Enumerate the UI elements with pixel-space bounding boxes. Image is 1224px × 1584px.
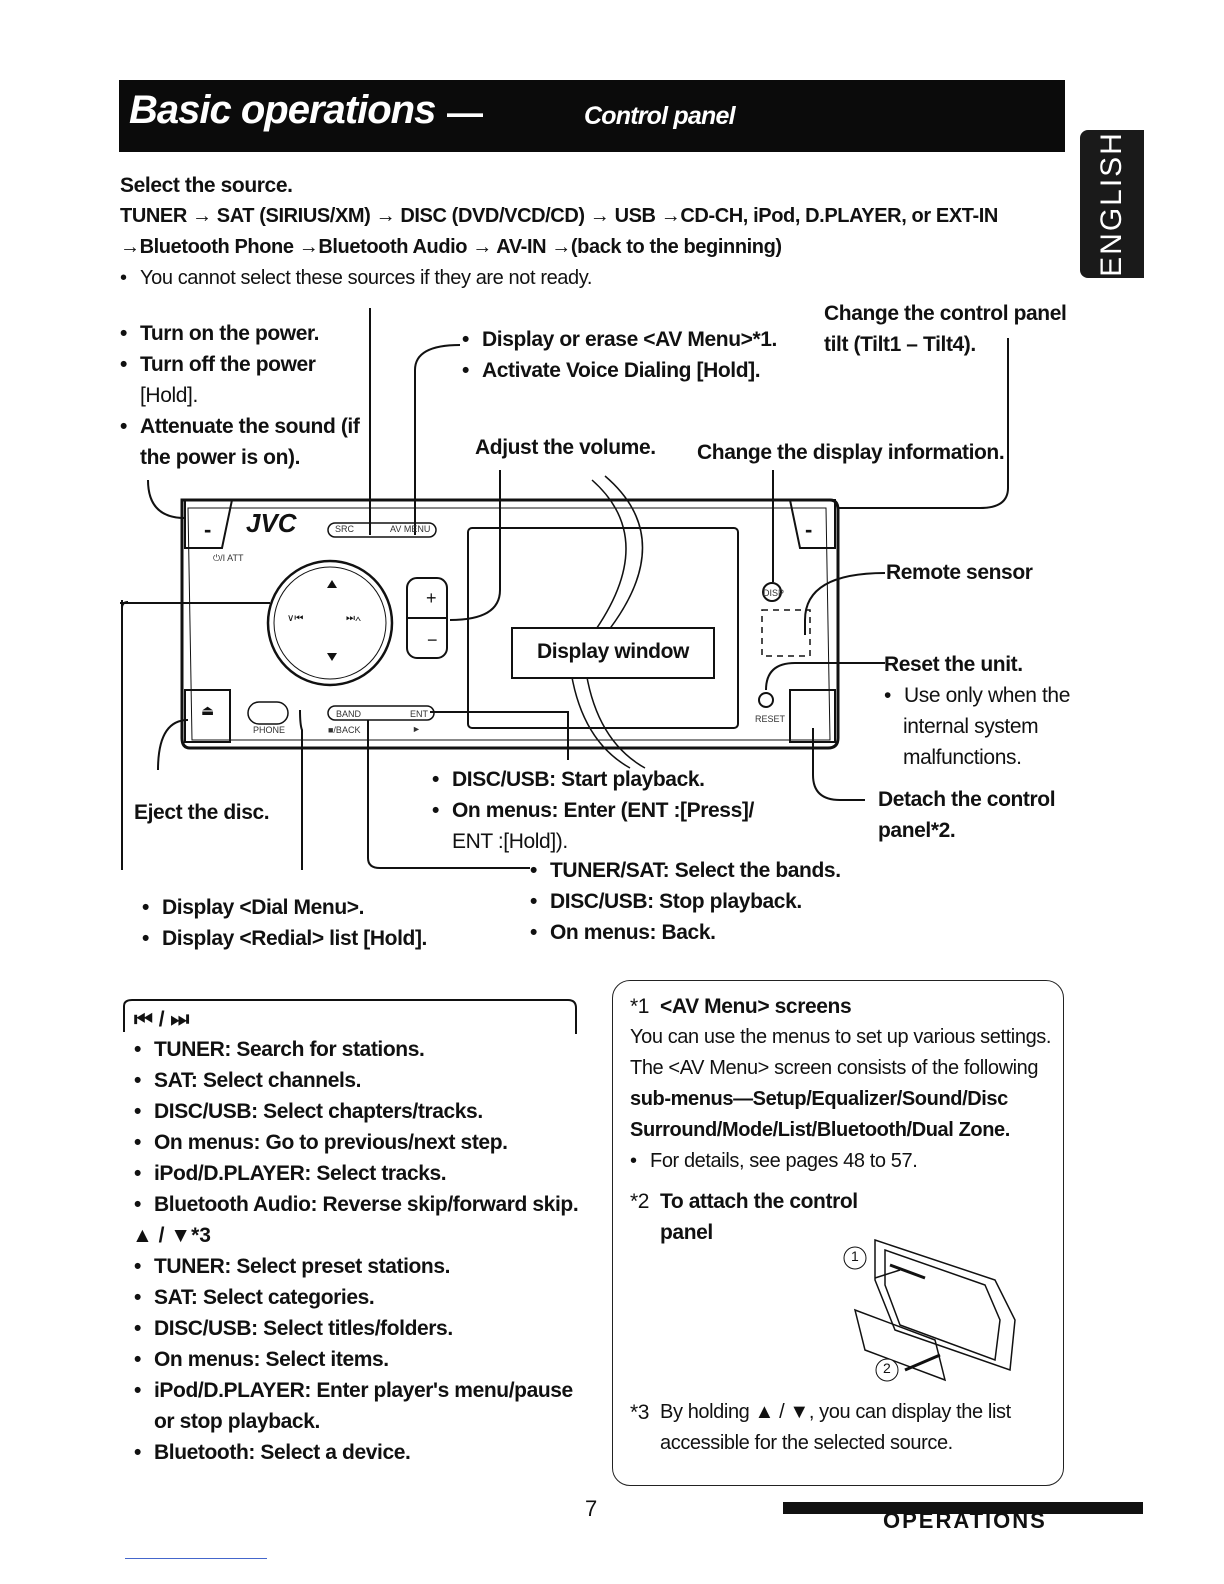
step-1-label: 1: [851, 1248, 859, 1264]
footer-section: OPERATIONS: [883, 1508, 1047, 1532]
play-icon: ►: [412, 724, 421, 734]
display-window-label: Display window: [537, 640, 689, 663]
note1-line3: sub-menus—Setup/Equalizer/Sound/Disc: [630, 1088, 1008, 1110]
page-title: Basic operations: [129, 88, 436, 132]
band-item-2: •DISC/USB: Stop playback.: [530, 890, 802, 913]
list-item: •Bluetooth Audio: Reverse skip/forward s…: [134, 1193, 579, 1216]
eject-minus-icon: -: [204, 517, 212, 542]
volume-label: Adjust the volume.: [475, 436, 656, 459]
footer-rule: [125, 1558, 267, 1559]
list-item: •TUNER: Select preset stations.: [134, 1255, 451, 1278]
ent-item-1: •DISC/USB: Start playback.: [432, 768, 705, 791]
note3-line1: By holding ▲ / ▼, you can display the li…: [660, 1401, 1011, 1423]
note3-line2: accessible for the selected source.: [660, 1432, 953, 1454]
page-subtitle: Control panel: [584, 102, 736, 130]
list-item: •iPod/D.PLAYER: Select tracks.: [134, 1162, 447, 1185]
detach-label-2: panel*2.: [878, 819, 956, 842]
note1-line5: •For details, see pages 48 to 57.: [630, 1150, 918, 1172]
avmenu-item-2: •Activate Voice Dialing [Hold].: [462, 359, 761, 382]
power-item-3b: the power is on).: [140, 446, 301, 469]
note1-line1: You can use the menus to set up various …: [630, 1026, 1052, 1048]
back-button-label: ■/BACK: [328, 725, 361, 735]
note1-mark: *1: [630, 995, 650, 1018]
band-button[interactable]: BAND: [336, 709, 362, 719]
remote-sensor-label: Remote sensor: [886, 561, 1033, 584]
display-window-box: Display window: [511, 627, 715, 679]
tilt-label-2: tilt (Tilt1 – Tilt4).: [824, 333, 976, 356]
src-button[interactable]: SRC: [335, 524, 355, 534]
power-item-2: •Turn off the power: [120, 353, 316, 376]
list-item: •On menus: Select items.: [134, 1348, 389, 1371]
list-item: •On menus: Go to previous/next step.: [134, 1131, 508, 1154]
source-heading: Select the source.: [120, 174, 293, 197]
skip-list: •TUNER: Search for stations. •SAT: Selec…: [132, 1034, 579, 1468]
note1-line4: Surround/Mode/List/Bluetooth/Dual Zone.: [630, 1119, 1010, 1141]
reset-note-3: malfunctions.: [903, 746, 1022, 769]
eject-label: Eject the disc.: [134, 801, 270, 824]
reset-note-1: •Use only when the: [884, 684, 1070, 707]
phone-item-1: •Display <Dial Menu>.: [142, 896, 365, 919]
note1-line2: The <AV Menu> screen consists of the fol…: [630, 1057, 1039, 1079]
av-menu-button[interactable]: AV MENU: [390, 524, 431, 534]
list-item: •DISC/USB: Select titles/folders.: [134, 1317, 453, 1340]
reset-note-2: internal system: [903, 715, 1039, 738]
footer-bar: [783, 1502, 1143, 1514]
reset-button[interactable]: RESET: [755, 714, 786, 724]
eject-icon[interactable]: ⏏: [201, 702, 215, 718]
disp-button[interactable]: DISP: [763, 588, 785, 598]
skip-heading: ⏮ / ⏭: [134, 1008, 190, 1031]
source-sequence-2: →Bluetooth Phone →Bluetooth Audio → AV-I…: [120, 236, 782, 258]
skip-bracket: [123, 999, 577, 1034]
avmenu-item-1: •Display or erase <AV Menu>*1.: [462, 328, 777, 351]
source-sequence-1: TUNER → SAT (SIRIUS/XM) → DISC (DVD/VCD/…: [120, 205, 998, 227]
attach-panel-illustration: [843, 1238, 1016, 1382]
next-icon[interactable]: ⏭∧: [346, 613, 362, 624]
notes-box: [612, 980, 1064, 1486]
list-item: •Bluetooth: Select a device.: [134, 1441, 411, 1464]
note2-title-2: panel: [660, 1221, 713, 1244]
display-info-label: Change the display information.: [697, 441, 1005, 464]
reset-label: Reset the unit.: [884, 653, 1023, 676]
power-button-label[interactable]: ⏻/I ATT: [213, 553, 244, 563]
tilt-label-1: Change the control panel: [824, 302, 1067, 325]
control-panel-diagram: [120, 308, 1009, 870]
note2-mark: *2: [630, 1190, 650, 1213]
phone-item-2: •Display <Redial> list [Hold].: [142, 927, 427, 950]
source-note: •You cannot select these sources if they…: [120, 267, 593, 289]
prev-icon[interactable]: ∨⏮: [287, 613, 304, 624]
power-item-2-hold: [Hold].: [140, 384, 198, 407]
detach-minus-icon: -: [805, 517, 813, 542]
ent-button[interactable]: ENT: [410, 709, 428, 719]
note2-title-1: To attach the control: [660, 1190, 858, 1213]
list-item: or stop playback.: [154, 1410, 320, 1433]
brand-logo: JVC: [246, 508, 297, 538]
list-item: •iPod/D.PLAYER: Enter player's menu/paus…: [134, 1379, 573, 1402]
list-item: •SAT: Select categories.: [134, 1286, 375, 1309]
title-dash: —: [447, 92, 483, 133]
power-item-3: •Attenuate the sound (if: [120, 415, 360, 438]
list-item: •DISC/USB: Select chapters/tracks.: [134, 1100, 483, 1123]
note1-title: <AV Menu> screens: [660, 995, 852, 1018]
detach-label-1: Detach the control: [878, 788, 1056, 811]
ent-item-2b: ENT :[Hold]).: [452, 830, 568, 853]
list-item: •SAT: Select channels.: [134, 1069, 362, 1092]
volume-up-icon[interactable]: +: [426, 588, 437, 608]
ent-item-2: •On menus: Enter (ENT :[Press]/: [432, 799, 754, 822]
list-item: •TUNER: Search for stations.: [134, 1038, 425, 1061]
band-item-1: •TUNER/SAT: Select the bands.: [530, 859, 841, 882]
page-number: 7: [585, 1496, 598, 1521]
power-item-1: •Turn on the power.: [120, 322, 320, 345]
step-2-label: 2: [883, 1360, 891, 1376]
volume-down-icon[interactable]: −: [427, 630, 438, 650]
header-banner: Basic operations — Control panel: [119, 80, 1065, 152]
language-tab: ENGLISH: [1080, 130, 1144, 278]
phone-button[interactable]: PHONE: [253, 725, 286, 735]
band-item-3: •On menus: Back.: [530, 921, 716, 944]
note3-mark: *3: [630, 1401, 650, 1424]
updown-heading: ▲ / ▼*3: [132, 1224, 211, 1247]
